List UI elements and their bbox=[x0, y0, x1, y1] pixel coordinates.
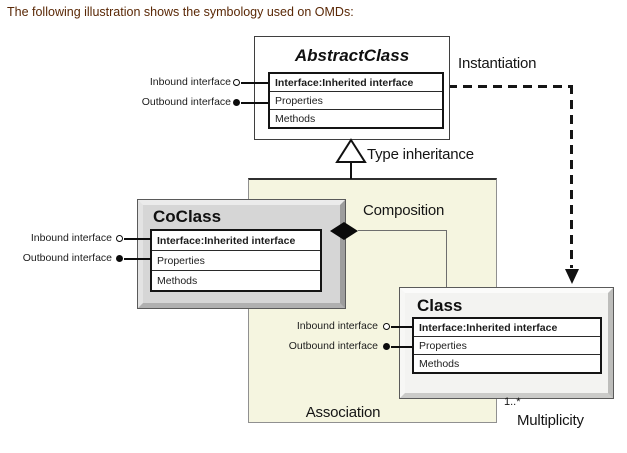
abstract-class-member-table: Interface:Inherited interface Properties… bbox=[268, 72, 444, 129]
composition-line-vertical bbox=[446, 230, 447, 288]
inbound-interface-icon bbox=[383, 323, 390, 330]
coclass-member-table: Interface:Inherited interface Properties… bbox=[150, 229, 322, 292]
outbound-connector-line bbox=[241, 102, 268, 104]
inbound-connector-line bbox=[391, 326, 412, 328]
outbound-interface-icon bbox=[383, 343, 390, 350]
outbound-interface-label: Outbound interface bbox=[141, 96, 231, 108]
inheritance-stem-line bbox=[350, 163, 352, 179]
outbound-interface-label: Outbound interface bbox=[22, 252, 112, 264]
inbound-interface-label: Inbound interface bbox=[30, 232, 112, 244]
properties-row: Properties bbox=[414, 337, 600, 355]
composition-label: Composition bbox=[363, 202, 445, 219]
outbound-connector-line bbox=[391, 346, 412, 348]
multiplicity-label: Multiplicity bbox=[517, 412, 584, 429]
instantiation-label: Instantiation bbox=[458, 55, 537, 72]
inbound-interface-icon bbox=[233, 79, 240, 86]
inbound-connector-line bbox=[124, 238, 151, 240]
class-title: Class bbox=[417, 296, 463, 315]
inbound-interface-label: Inbound interface bbox=[149, 76, 231, 88]
outbound-connector-line bbox=[124, 258, 151, 260]
methods-row: Methods bbox=[419, 357, 460, 370]
outbound-interface-label: Outbound interface bbox=[288, 340, 378, 352]
page-title: The following illustration shows the sym… bbox=[7, 5, 354, 19]
interface-row: Interface:Inherited interface bbox=[270, 74, 442, 92]
methods-row: Methods bbox=[157, 274, 198, 287]
class-box: Class Interface:Inherited interface Prop… bbox=[399, 287, 614, 399]
outbound-interface-icon bbox=[116, 255, 123, 262]
interface-row: Interface:Inherited interface bbox=[152, 231, 320, 251]
association-label: Association bbox=[305, 404, 381, 421]
composition-line-horizontal bbox=[358, 230, 447, 231]
outbound-interface-icon bbox=[233, 99, 240, 106]
inheritance-triangle-icon bbox=[335, 138, 367, 163]
properties-row: Properties bbox=[152, 251, 320, 271]
coclass-box: CoClass Interface:Inherited interface Pr… bbox=[137, 199, 346, 309]
multiplicity-value: 1..* bbox=[504, 396, 521, 408]
properties-row: Properties bbox=[270, 92, 442, 110]
instantiation-dashed-line-horizontal bbox=[448, 85, 572, 88]
type-inheritance-label: Type inheritance bbox=[367, 146, 474, 163]
instantiation-arrowhead-icon bbox=[565, 269, 579, 284]
methods-row: Methods bbox=[275, 112, 316, 125]
coclass-title: CoClass bbox=[153, 207, 222, 226]
interface-row: Interface:Inherited interface bbox=[414, 319, 600, 337]
inbound-interface-label: Inbound interface bbox=[296, 320, 378, 332]
instantiation-dashed-line-vertical bbox=[570, 85, 573, 268]
abstract-class-title: AbstractClass bbox=[294, 46, 410, 65]
inbound-interface-icon bbox=[116, 235, 123, 242]
class-member-table: Interface:Inherited interface Properties… bbox=[412, 317, 602, 374]
inbound-connector-line bbox=[241, 82, 268, 84]
composition-diamond-icon bbox=[330, 222, 358, 240]
